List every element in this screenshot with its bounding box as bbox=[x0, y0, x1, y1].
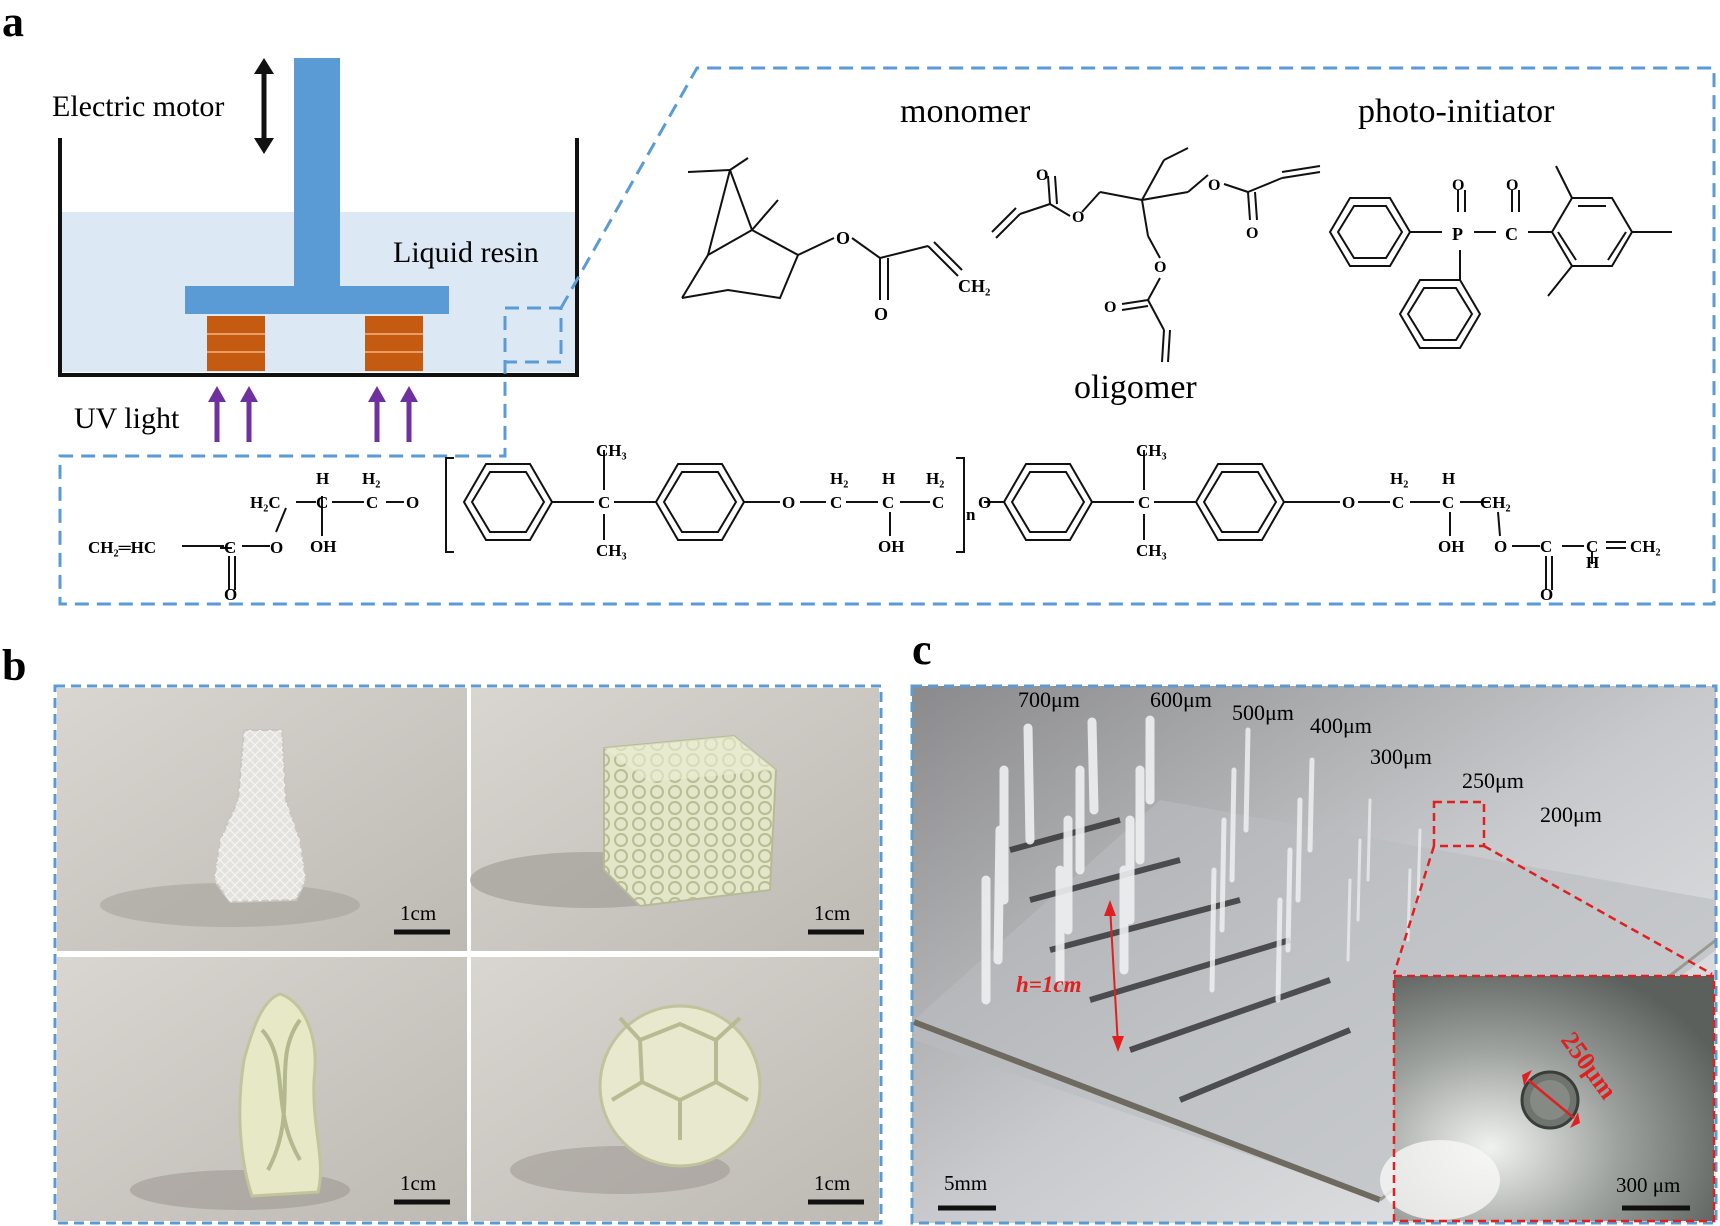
oligomer-structure bbox=[991, 147, 1321, 363]
monomer-ch2: CH₂ bbox=[958, 276, 990, 296]
chain-o2: O bbox=[270, 538, 283, 557]
scale-label-main: 5mm bbox=[944, 1171, 987, 1195]
chain-c10: C bbox=[1442, 493, 1454, 512]
oligomer-label: oligomer bbox=[1074, 369, 1197, 406]
printed-part-right bbox=[365, 316, 423, 371]
chain-c2: C bbox=[316, 493, 328, 512]
liquid-resin-label: Liquid resin bbox=[393, 236, 539, 269]
chain-c3: C bbox=[366, 493, 378, 512]
inset-diameter-arrow bbox=[1522, 1070, 1580, 1128]
chain-h1: H bbox=[316, 469, 329, 488]
chain-c12: C bbox=[1586, 537, 1598, 556]
zoom-callout bbox=[58, 66, 1716, 606]
photo-initiator-label: photo-initiator bbox=[1358, 93, 1555, 130]
oligomer-o3: O bbox=[1208, 177, 1220, 194]
photo-initiator-po-o: O bbox=[1452, 177, 1464, 194]
chain-labels: CH₂═HC C O O H₂C H C OH H₂ C O CH₃ C CH₃… bbox=[88, 441, 1661, 604]
diameter-700: 700μm bbox=[1018, 687, 1080, 712]
chain-ch2-hc: CH₂═HC bbox=[88, 538, 156, 557]
diameter-250: 250μm bbox=[1462, 768, 1524, 793]
height-label: h=1cm bbox=[1016, 972, 1082, 997]
oligomer-o4: O bbox=[1246, 225, 1258, 242]
scale-label-inset: 300 μm bbox=[1616, 1173, 1680, 1197]
uv-light-label: UV light bbox=[74, 402, 180, 435]
chain-h2c: H₂C bbox=[250, 493, 281, 512]
chain-ch2-end: CH₂ bbox=[1630, 537, 1661, 556]
chain-oh2: OH bbox=[878, 537, 904, 556]
scale-label-b3: 1cm bbox=[400, 1171, 436, 1195]
chain-o3: O bbox=[406, 493, 419, 512]
twisted-lattice-object bbox=[130, 992, 350, 1210]
monomer-carbonyl-o: O bbox=[874, 304, 888, 324]
chain-n: n bbox=[966, 505, 976, 524]
chain-c4: C bbox=[598, 493, 610, 512]
chain-ch3-1: CH₃ bbox=[596, 441, 627, 460]
diameter-300: 300μm bbox=[1370, 744, 1432, 769]
diameter-400: 400μm bbox=[1310, 713, 1372, 738]
chain-oh3: OH bbox=[1438, 537, 1464, 556]
chain-ch3-2: CH₃ bbox=[596, 541, 627, 560]
honeycomb-cube-object bbox=[470, 734, 778, 908]
diameter-600: 600μm bbox=[1150, 687, 1212, 712]
chain-o4: O bbox=[782, 493, 795, 512]
chain-oh1: OH bbox=[310, 537, 336, 556]
diameter-500: 500μm bbox=[1232, 700, 1294, 725]
monomer-label: monomer bbox=[900, 93, 1031, 130]
oligomer-o2: O bbox=[1072, 209, 1084, 226]
photo-initiator-p: P bbox=[1452, 224, 1463, 244]
chain-ch3-4: CH₃ bbox=[1136, 541, 1167, 560]
inset-photo bbox=[1380, 974, 1716, 1223]
chain-o8: O bbox=[1540, 585, 1553, 604]
panel-c-letter: c bbox=[912, 625, 932, 674]
chain-o6: O bbox=[1342, 493, 1355, 512]
uv-arrows bbox=[214, 398, 412, 442]
monomer-o: O bbox=[836, 228, 850, 248]
inset-callout bbox=[1392, 800, 1713, 976]
diameter-200: 200μm bbox=[1540, 802, 1602, 827]
oligomer-o6: O bbox=[1104, 299, 1116, 316]
panel-b-letter: b bbox=[2, 641, 26, 690]
scale-label-b2: 1cm bbox=[814, 901, 850, 925]
chain-h2-2: H₂ bbox=[830, 469, 848, 488]
chain-o7: O bbox=[1494, 537, 1507, 556]
chain-c1: C bbox=[224, 538, 236, 557]
chain-ch3-3: CH₃ bbox=[1136, 441, 1167, 460]
chain-o5: O bbox=[978, 493, 991, 512]
photo-initiator-structure bbox=[1328, 165, 1672, 349]
scale-bars-b bbox=[394, 929, 864, 1205]
photo-initiator-c: C bbox=[1505, 224, 1518, 244]
chain-c5: C bbox=[830, 493, 842, 512]
chain-h2-4: H₂ bbox=[1390, 469, 1408, 488]
oligomer-o5: O bbox=[1154, 259, 1166, 276]
chain-c8: C bbox=[1138, 493, 1150, 512]
printed-part-left bbox=[207, 316, 265, 371]
height-arrow bbox=[1104, 900, 1124, 1052]
chain-c11: C bbox=[1540, 537, 1552, 556]
diameter-labels: 700μm 600μm 500μm 400μm 300μm 250μm 200μ… bbox=[1018, 687, 1602, 827]
chain-c7: C bbox=[932, 493, 944, 512]
panel-a-letter: a bbox=[2, 0, 24, 46]
chain-ch2: CH₂ bbox=[1480, 493, 1511, 512]
photo-initiator-co-o: O bbox=[1506, 177, 1518, 194]
chain-h3: H bbox=[1442, 469, 1455, 488]
buckyball-object bbox=[510, 1004, 762, 1194]
build-platform bbox=[185, 58, 449, 314]
oligomer-o1: O bbox=[1036, 167, 1048, 184]
oligomer-chain-structure bbox=[182, 450, 1626, 590]
uv-arrowheads bbox=[208, 386, 418, 402]
chain-c9: C bbox=[1392, 493, 1404, 512]
electric-motor-label: Electric motor bbox=[52, 90, 224, 123]
monomer-structure bbox=[681, 157, 963, 300]
motor-direction-arrow bbox=[254, 58, 274, 154]
scale-label-b4: 1cm bbox=[814, 1171, 850, 1195]
chain-h2-1: H₂ bbox=[362, 469, 380, 488]
lattice-vase-object bbox=[100, 729, 360, 927]
chain-o1: O bbox=[224, 585, 237, 604]
scale-label-b1: 1cm bbox=[400, 901, 436, 925]
chain-h4: H bbox=[1586, 553, 1599, 572]
chain-h2-3: H₂ bbox=[926, 469, 944, 488]
chain-c6: C bbox=[882, 493, 894, 512]
chain-h2: H bbox=[882, 469, 895, 488]
